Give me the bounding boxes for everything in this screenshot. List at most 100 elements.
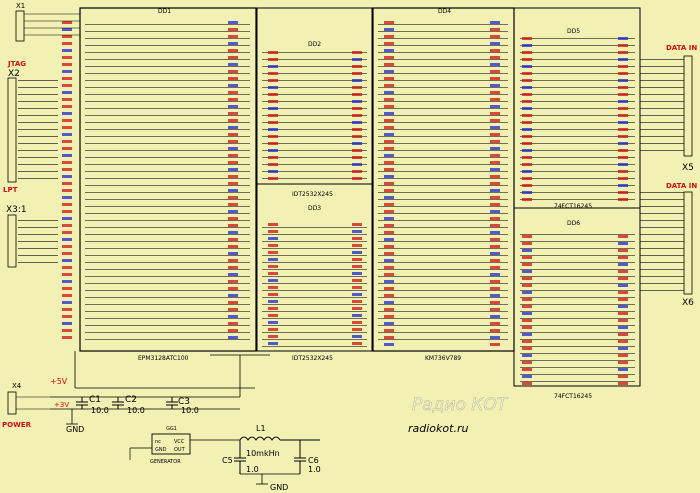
signal-tag bbox=[618, 44, 628, 47]
signal-tag bbox=[228, 210, 238, 213]
signal-tag bbox=[618, 86, 628, 89]
signal-tag bbox=[352, 142, 362, 145]
signal-tag bbox=[352, 321, 362, 324]
signal-tag bbox=[268, 100, 278, 103]
signal-tag bbox=[228, 238, 238, 241]
signal-tag bbox=[522, 163, 532, 166]
plus5v-label: +5V bbox=[50, 377, 68, 386]
signal-tag bbox=[522, 284, 532, 287]
signal-tag bbox=[522, 79, 532, 82]
signal-tag bbox=[618, 312, 628, 315]
signal-tags bbox=[62, 21, 628, 385]
signal-tag bbox=[384, 287, 394, 290]
signal-tag bbox=[228, 126, 238, 129]
signal-tag bbox=[352, 342, 362, 345]
signal-tag bbox=[522, 270, 532, 273]
signal-tag bbox=[522, 149, 532, 152]
signal-tag bbox=[62, 154, 72, 157]
signal-tag bbox=[384, 231, 394, 234]
signal-tag bbox=[384, 189, 394, 192]
signal-tag bbox=[268, 65, 278, 68]
signal-tag bbox=[228, 266, 238, 269]
signal-tag bbox=[490, 343, 500, 346]
signal-tag bbox=[268, 223, 278, 226]
signal-tag bbox=[522, 291, 532, 294]
signal-tag bbox=[384, 294, 394, 297]
signal-tag bbox=[62, 210, 72, 213]
power-label: POWER bbox=[2, 421, 32, 429]
signal-tag bbox=[268, 79, 278, 82]
signal-tag bbox=[618, 333, 628, 336]
signal-tag bbox=[62, 252, 72, 255]
signal-tag bbox=[268, 170, 278, 173]
c2-value: 10.0 bbox=[127, 406, 145, 415]
signal-tag bbox=[268, 163, 278, 166]
signal-tag bbox=[62, 238, 72, 241]
signal-tag bbox=[268, 114, 278, 117]
signal-tag bbox=[228, 217, 238, 220]
signal-tag bbox=[522, 263, 532, 266]
signal-tag bbox=[618, 100, 628, 103]
capacitor-c6 bbox=[294, 457, 306, 474]
signal-tag bbox=[268, 342, 278, 345]
signal-tag bbox=[228, 329, 238, 332]
signal-tag bbox=[62, 322, 72, 325]
signal-tag bbox=[62, 224, 72, 227]
signal-tag bbox=[618, 298, 628, 301]
signal-tag bbox=[62, 84, 72, 87]
signal-tag bbox=[62, 175, 72, 178]
signal-tag bbox=[384, 252, 394, 255]
signal-tag bbox=[618, 128, 628, 131]
signal-tag bbox=[352, 93, 362, 96]
signal-tag bbox=[62, 329, 72, 332]
signal-tag bbox=[352, 293, 362, 296]
signal-tag bbox=[522, 361, 532, 364]
signal-tag bbox=[268, 251, 278, 254]
signal-tag bbox=[62, 336, 72, 339]
signal-tag bbox=[384, 91, 394, 94]
signal-tag bbox=[490, 259, 500, 262]
inductor-l1 bbox=[239, 436, 320, 458]
signal-tag bbox=[62, 49, 72, 52]
signal-tag bbox=[268, 272, 278, 275]
signal-tag bbox=[522, 135, 532, 138]
signal-tag bbox=[490, 105, 500, 108]
signal-tag bbox=[62, 259, 72, 262]
signal-tag bbox=[522, 340, 532, 343]
signal-tag bbox=[62, 294, 72, 297]
dd4-part: KM736V789 bbox=[425, 355, 461, 362]
signal-tag bbox=[352, 314, 362, 317]
signal-tag bbox=[384, 28, 394, 31]
gg1-ref: GG1 bbox=[166, 426, 177, 432]
signal-tag bbox=[352, 58, 362, 61]
dd1-body bbox=[79, 7, 257, 352]
signal-tag bbox=[384, 210, 394, 213]
signal-tag bbox=[490, 217, 500, 220]
signal-tag bbox=[522, 51, 532, 54]
signal-tag bbox=[62, 189, 72, 192]
signal-tag bbox=[268, 293, 278, 296]
signal-tag bbox=[618, 291, 628, 294]
x1-label: X1 bbox=[16, 2, 25, 10]
signal-tag bbox=[62, 70, 72, 73]
signal-tag bbox=[268, 300, 278, 303]
dd5-ref: DD5 bbox=[567, 28, 580, 35]
signal-tag bbox=[352, 272, 362, 275]
signal-tag bbox=[268, 307, 278, 310]
signal-tag bbox=[522, 326, 532, 329]
signal-tag bbox=[352, 128, 362, 131]
signal-tag bbox=[618, 368, 628, 371]
signal-tag bbox=[490, 287, 500, 290]
generator-gg1 bbox=[129, 433, 240, 460]
signal-tag bbox=[522, 93, 532, 96]
signal-tag bbox=[490, 315, 500, 318]
signal-tag bbox=[618, 340, 628, 343]
signal-tag bbox=[228, 140, 238, 143]
signal-tag bbox=[384, 77, 394, 80]
signal-tag bbox=[384, 161, 394, 164]
signal-tag bbox=[228, 273, 238, 276]
signal-tag bbox=[384, 238, 394, 241]
signal-tag bbox=[62, 245, 72, 248]
signal-tag bbox=[62, 98, 72, 101]
